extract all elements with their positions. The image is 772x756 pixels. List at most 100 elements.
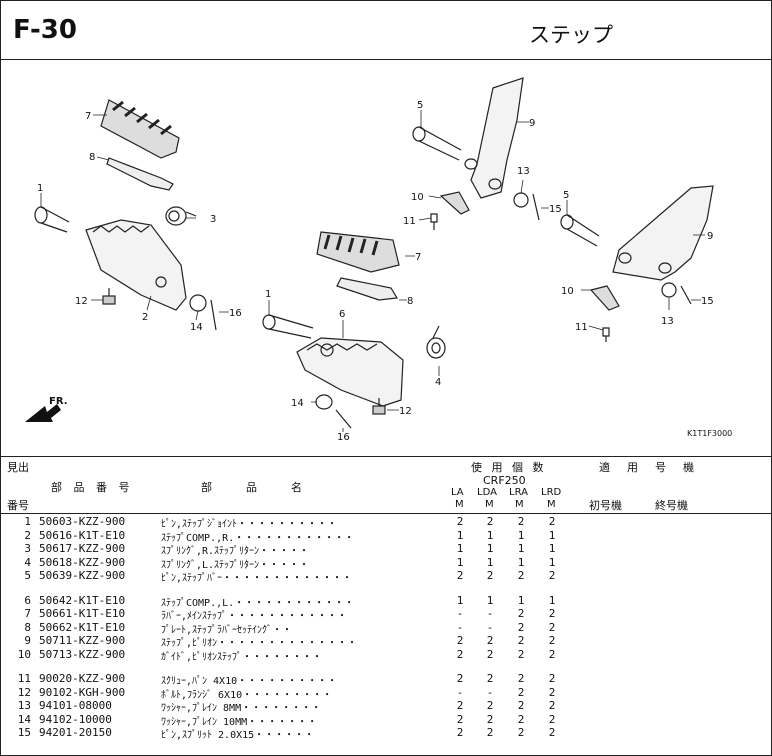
- callout-4: 4: [435, 377, 441, 388]
- callout-11: 11: [403, 216, 416, 227]
- spring-right: [165, 206, 197, 226]
- variant-lda-m: M: [485, 499, 494, 510]
- quantity-lra: 2: [517, 515, 525, 528]
- front-arrow-icon: [25, 404, 61, 422]
- quantity-lrd: 2: [548, 647, 556, 661]
- callout-16: 16: [229, 308, 242, 319]
- part-name: ｽﾌﾟﾘﾝｸﾞ,R.ｽﾃｯﾌﾟﾘﾀｰﾝ・・・・・: [161, 546, 310, 557]
- variant-la-m: M: [455, 499, 464, 510]
- quantity-lda: 1: [486, 528, 494, 542]
- split-pin-pillion-upper: [532, 193, 540, 221]
- quantity-la: 2: [456, 672, 464, 685]
- callout-7: 7: [85, 111, 91, 122]
- quantity-lrd: 2: [548, 699, 556, 712]
- pin-pillion-upper: [412, 126, 462, 161]
- part-number: 50639-KZZ-900: [39, 569, 126, 582]
- part-number: 90102-KGH-900: [39, 685, 126, 699]
- callout-10: 10: [411, 192, 424, 203]
- page-title: ステップ: [529, 23, 613, 47]
- exploded-diagram: FR. 7 8 1 3 12 2 14 16 5 9 10 11 13 15 7…: [1, 60, 771, 455]
- quantity-la: -: [456, 685, 464, 699]
- quantity-la: 2: [456, 515, 464, 528]
- quantity-lra: 1: [517, 528, 525, 542]
- ref-number: 6: [24, 593, 31, 607]
- quantity-lrd: 1: [548, 593, 556, 607]
- callout-5b: 5: [563, 190, 569, 201]
- part-name: ｽﾃｯﾌﾟ,ﾋﾟﾘｵﾝ・・・・・・・・・・・・・・: [161, 638, 358, 649]
- step-right: [85, 219, 187, 311]
- callout-5: 5: [417, 100, 423, 111]
- part-number: 50711-KZZ-900: [39, 634, 126, 647]
- screw-upper: [430, 213, 438, 230]
- plate-left: [336, 277, 398, 301]
- callout-9b: 9: [707, 231, 713, 242]
- quantity-la: 1: [456, 542, 464, 555]
- part-name: ｶﾞｲﾄﾞ,ﾋﾟﾘｵﾝｽﾃｯﾌﾟ・・・・・・・・: [161, 651, 323, 663]
- part-number: 94102-10000: [39, 712, 112, 726]
- quantity-lra: 2: [517, 634, 525, 647]
- quantity-lrd: 2: [548, 569, 556, 582]
- quantity-lda: 2: [486, 647, 494, 661]
- split-pin-pillion-lower: [680, 285, 692, 305]
- bolt-right: [102, 288, 116, 305]
- callout-2: 2: [142, 312, 148, 323]
- page-header: F-30 ステップ: [1, 1, 771, 60]
- header-last-serial: 終号機: [655, 499, 688, 512]
- callout-9: 9: [529, 118, 535, 129]
- figure-reference: K1T1F3000: [687, 429, 732, 438]
- header-mishutsu: 見出: [7, 461, 29, 474]
- quantity-la: 1: [456, 555, 464, 569]
- part-name: ｽﾌﾟﾘﾝｸﾞ,L.ｽﾃｯﾌﾟﾘﾀｰﾝ・・・・・: [161, 559, 310, 571]
- part-number: 50617-KZZ-900: [39, 542, 126, 555]
- quantity-lra: 2: [517, 620, 525, 634]
- callouts: 7 8 1 3 12 2 14 16 5 9 10 11 13 15 7 8 1…: [37, 100, 714, 443]
- quantity-la: 2: [456, 699, 464, 712]
- ref-number: 15: [17, 726, 31, 739]
- callout-15b: 15: [701, 296, 714, 307]
- table-row: 6 50642-K1T-E10 ｽﾃｯﾌﾟCOMP.,L.・・・・・・・・・・・・ 1…: [1, 593, 771, 609]
- variant-lrd: LRD: [541, 487, 562, 498]
- pin-left: [262, 314, 314, 339]
- part-number: 50661-K1T-E10: [39, 607, 126, 620]
- quantity-lda: 2: [486, 634, 494, 647]
- callout-8b: 8: [407, 296, 413, 307]
- callout-16b: 16: [337, 432, 350, 443]
- callout-3: 3: [210, 214, 216, 225]
- ref-number: 13: [17, 699, 31, 712]
- part-number: 50713-KZZ-900: [39, 647, 126, 661]
- quantity-lra: 2: [517, 699, 525, 712]
- quantity-la: -: [456, 607, 464, 620]
- quantity-lrd: 2: [548, 726, 556, 739]
- part-name: ﾜｯｼｬｰ,ﾌﾟﾚｲﾝ 10MM・・・・・・・: [161, 716, 318, 728]
- quantity-lda: 2: [486, 672, 494, 685]
- part-number: 50642-K1T-E10: [39, 593, 126, 607]
- quantity-lrd: 1: [548, 555, 556, 569]
- quantity-lra: 2: [517, 607, 525, 620]
- part-number: 94201-20150: [39, 726, 112, 739]
- quantity-lrd: 1: [548, 542, 556, 555]
- ref-number: 2: [24, 528, 31, 542]
- rubber-pad-left: [316, 231, 400, 273]
- quantity-lda: -: [486, 620, 494, 634]
- quantity-lda: 1: [486, 555, 494, 569]
- part-name: ｽｸﾘｭｰ,ﾊﾟﾝ 4X10・・・・・・・・・・: [161, 676, 338, 687]
- quantity-lra: 2: [517, 685, 525, 699]
- part-name: ｽﾃｯﾌﾟCOMP.,L.・・・・・・・・・・・・: [161, 597, 355, 609]
- step-left: [296, 337, 404, 407]
- quantity-lrd: 2: [548, 672, 556, 685]
- part-name: ﾋﾟﾝ,ｽﾃｯﾌﾟﾊﾞｰ・・・・・・・・・・・・・: [161, 573, 353, 584]
- header-part-name: 部 品 名: [201, 481, 306, 494]
- quantity-lra: 2: [517, 726, 525, 739]
- header-number: 番号: [7, 499, 29, 512]
- header-usage-count: 使 用 個 数: [471, 461, 547, 474]
